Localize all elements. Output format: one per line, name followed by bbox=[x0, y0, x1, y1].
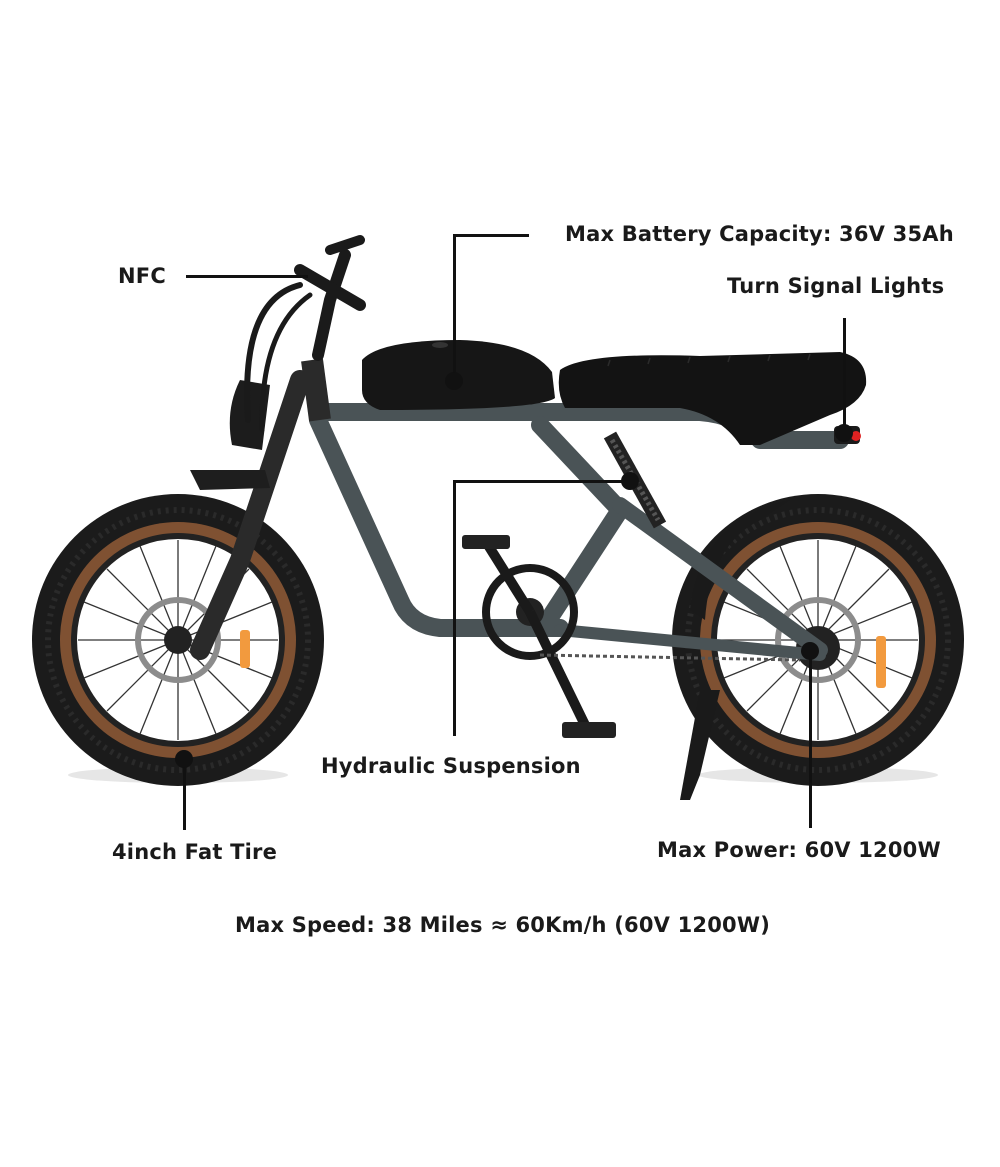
rear-wheel bbox=[672, 494, 964, 786]
label-turn-signal: Turn Signal Lights bbox=[727, 274, 945, 298]
tire-dot bbox=[175, 750, 193, 768]
leader-power bbox=[809, 650, 812, 828]
seat bbox=[558, 352, 867, 445]
footer-speed: Max Speed: 38 Miles ≈ 60Km/h (60V 1200W) bbox=[235, 913, 770, 937]
kickstand bbox=[680, 690, 720, 800]
battery-dot bbox=[445, 372, 463, 390]
leader-suspension-h bbox=[453, 480, 629, 483]
label-tire: 4inch Fat Tire bbox=[112, 840, 278, 864]
front-fork bbox=[190, 358, 331, 660]
drivetrain bbox=[462, 535, 801, 738]
leader-tire bbox=[183, 758, 186, 830]
leader-battery-v bbox=[453, 234, 456, 380]
label-suspension: Hydraulic Suspension bbox=[321, 754, 581, 778]
leader-battery-h bbox=[453, 234, 529, 237]
leader-turn-signal bbox=[843, 318, 846, 430]
label-nfc: NFC bbox=[118, 264, 166, 288]
label-battery: Max Battery Capacity: 36V 35Ah bbox=[565, 222, 954, 246]
handlebar bbox=[244, 235, 366, 433]
rear-fender bbox=[690, 500, 790, 620]
front-wheel bbox=[32, 494, 324, 786]
turn-signal-dot bbox=[835, 424, 853, 442]
leader-suspension-v bbox=[453, 480, 456, 736]
power-dot bbox=[801, 642, 819, 660]
suspension-dot bbox=[621, 472, 639, 490]
leader-nfc bbox=[186, 275, 308, 278]
label-power: Max Power: 60V 1200W bbox=[657, 838, 941, 862]
